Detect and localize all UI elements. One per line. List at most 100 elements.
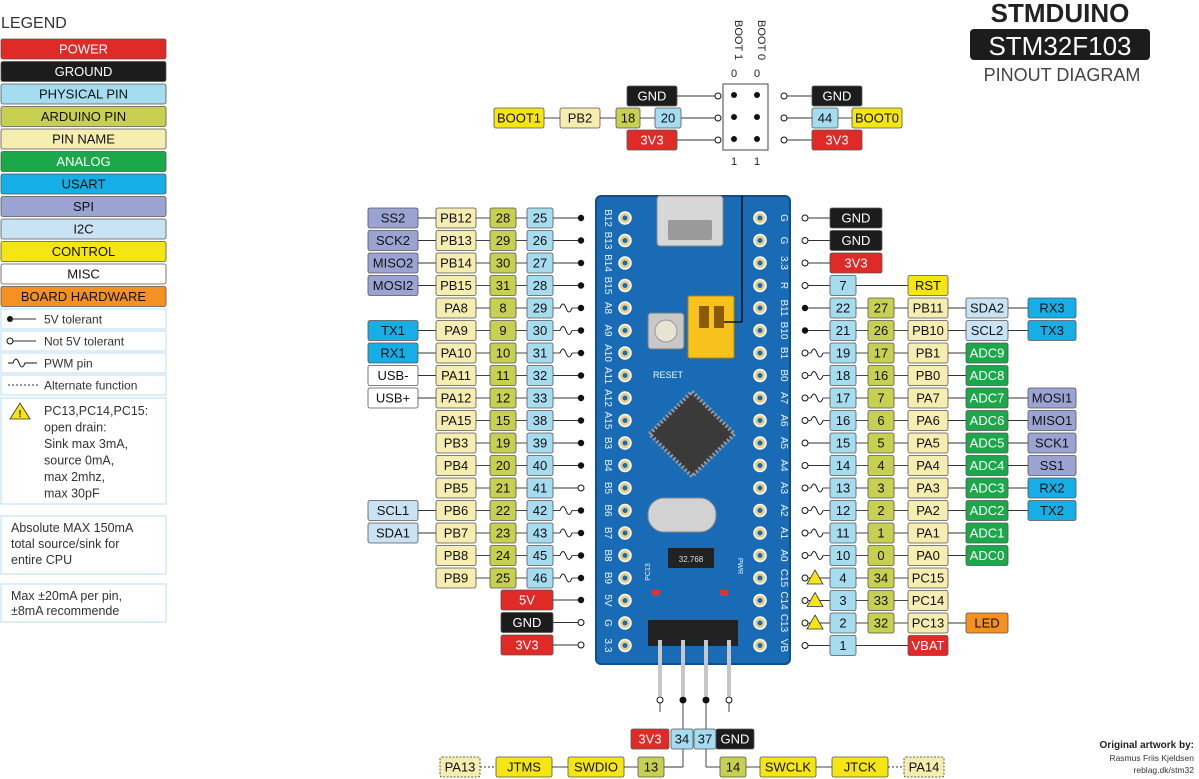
left-arduino-pin-label: 15 (496, 413, 510, 428)
right-pin-hole-center (757, 643, 763, 648)
right-pin-hole-center (757, 530, 763, 536)
right-physical-pin-label: 15 (836, 436, 850, 451)
right-tolerance-icon (801, 574, 809, 582)
left-silk-label: A10 (602, 344, 613, 362)
left-pin-hole-center (622, 305, 628, 311)
left-physical-pin-label: 41 (533, 481, 547, 496)
boot-left-3v3: 3V3 (626, 129, 678, 151)
right-func-adc6: ADC6 (965, 410, 1009, 431)
right-power-vbat-bg (907, 635, 949, 656)
right-physical-pin-label: 19 (836, 346, 850, 361)
right-tolerance-icon (801, 417, 809, 424)
legend-item-board-bg (0, 286, 167, 307)
left-arduino-pin: 8 (489, 297, 517, 319)
right-silk-label: A7 (778, 392, 789, 405)
right-physical-pin: 16 (829, 410, 857, 431)
right-pin-hole-center (757, 620, 763, 626)
boot0-one: 1 (754, 156, 760, 168)
note2-lines-text: ±8mA recommende (11, 604, 119, 618)
left-pin-hole-center (622, 373, 628, 378)
boot-right-physical-label: 44 (818, 111, 832, 126)
left-pin-hole-center (622, 553, 628, 558)
left-physical-pin-label: 30 (533, 323, 547, 338)
right-physical-pin: 1 (829, 635, 857, 656)
left-pin-hole-center (622, 328, 628, 333)
right-pin-hole-center (757, 575, 763, 581)
legend-item-physical-bg (0, 83, 167, 105)
left-func-scl1: SCL1 (367, 500, 419, 521)
left-physical-pin: 33 (526, 387, 554, 409)
left-pin-hole-center (622, 350, 628, 356)
right-arduino-pin: 32 (867, 612, 895, 634)
warning-lines-text: Sink max 3mA, (44, 437, 128, 451)
right-func-led-bg (965, 612, 1009, 634)
right-arduino-pin-label: 16 (874, 368, 888, 383)
swd-pin-end (702, 696, 710, 704)
right-arduino-pin: 7 (867, 387, 895, 409)
legend-item-power-bg (0, 38, 167, 60)
right-silk-label: A0 (778, 549, 789, 562)
pwm-wave-icon (810, 483, 824, 493)
legend-item-power-label: POWER (59, 42, 108, 57)
right-func2-tx3: TX3 (1027, 320, 1077, 341)
right-pin-hole-center (757, 215, 763, 221)
right-physical-pin-label: 2 (839, 616, 846, 631)
legend-item-board: BOARD HARDWARE (0, 286, 167, 307)
left-power-icon-dot (577, 596, 585, 604)
left-silk-label: B14 (602, 254, 613, 272)
right-power-gnd: GND (829, 230, 883, 251)
left-tolerance-icon-dot (577, 327, 585, 334)
right-silk-label: C13 (778, 614, 789, 633)
pwm-wave-icon (559, 506, 573, 515)
right-tolerance-icon (801, 214, 809, 222)
left-silk-label: A11 (602, 367, 613, 384)
left-pin-name-label: PB14 (440, 256, 472, 271)
legend-item-physical-label: PHYSICAL PIN (39, 87, 128, 102)
left-arduino-pin: 9 (489, 320, 517, 341)
right-func-scl2: SCL2 (965, 320, 1009, 341)
left-power-row-gnd: GND (500, 612, 585, 633)
right-silk-label: B0 (778, 369, 789, 382)
left-func-sck2-label: SCK2 (376, 233, 410, 248)
jumper-boot1 (699, 306, 709, 328)
right-physical-pin: 7 (829, 275, 857, 296)
right-func-adc7: ADC7 (965, 387, 1009, 409)
legend-item-misc-label: MISC (67, 267, 100, 282)
boot-right-gnd-bg (811, 85, 863, 107)
right-pin-name-label: PC13 (912, 616, 945, 631)
left-physical-pin: 30 (526, 320, 554, 341)
legend-item-control-label: CONTROL (52, 244, 116, 259)
swd-swclk-label: SWCLK (765, 760, 812, 775)
right-tolerance-icon (801, 439, 809, 447)
left-silk-label: B13 (602, 232, 613, 250)
left-tolerance-icon (577, 327, 585, 334)
right-arduino-pin-label: 17 (874, 346, 888, 361)
right-tolerance-icon (801, 372, 809, 379)
boot-left-arduino: 18 (615, 107, 641, 129)
warning-icon (806, 591, 824, 607)
right-tolerance-icon-ring (801, 462, 809, 469)
left-physical-pin: 25 (526, 207, 554, 229)
right-arduino-pin-label: 26 (874, 323, 888, 338)
left-physical-pin-label: 28 (533, 278, 547, 293)
open-dot-icon (6, 337, 14, 345)
right-physical-pin: 15 (829, 432, 857, 454)
title-line1: STMDUINO (991, 0, 1130, 28)
right-physical-pin: 21 (829, 320, 857, 341)
left-func-usbminus: USB- (367, 365, 419, 386)
boot-right-physical: 44 (811, 107, 839, 129)
left-silk-label: B8 (602, 549, 613, 562)
swd-arduino-14-label: 14 (726, 760, 740, 775)
left-arduino-pin: 31 (489, 275, 517, 296)
right-tolerance-icon-ring (801, 439, 809, 447)
left-power-icon (577, 641, 585, 649)
right-arduino-pin: 27 (867, 297, 895, 319)
right-silk-label: C14 (778, 591, 789, 610)
